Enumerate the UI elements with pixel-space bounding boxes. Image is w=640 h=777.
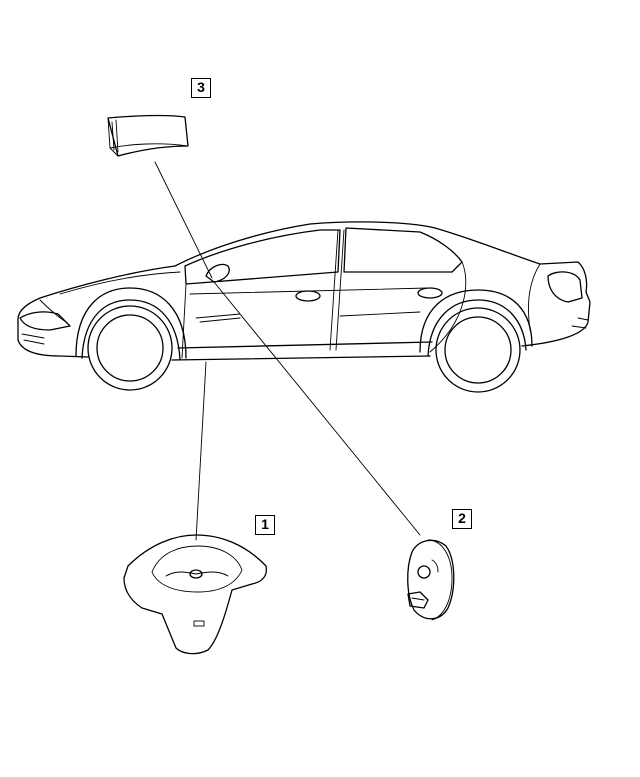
clockspring-icon	[407, 539, 455, 621]
leader-lines	[154, 161, 421, 541]
sedan-car-illustration	[17, 221, 591, 393]
callout-3: 3	[191, 78, 211, 98]
steering-wheel-airbag-icon	[123, 534, 268, 655]
callout-1: 1	[255, 515, 275, 535]
callout-2: 2	[452, 509, 472, 529]
curtain-airbag-icon	[107, 114, 189, 157]
